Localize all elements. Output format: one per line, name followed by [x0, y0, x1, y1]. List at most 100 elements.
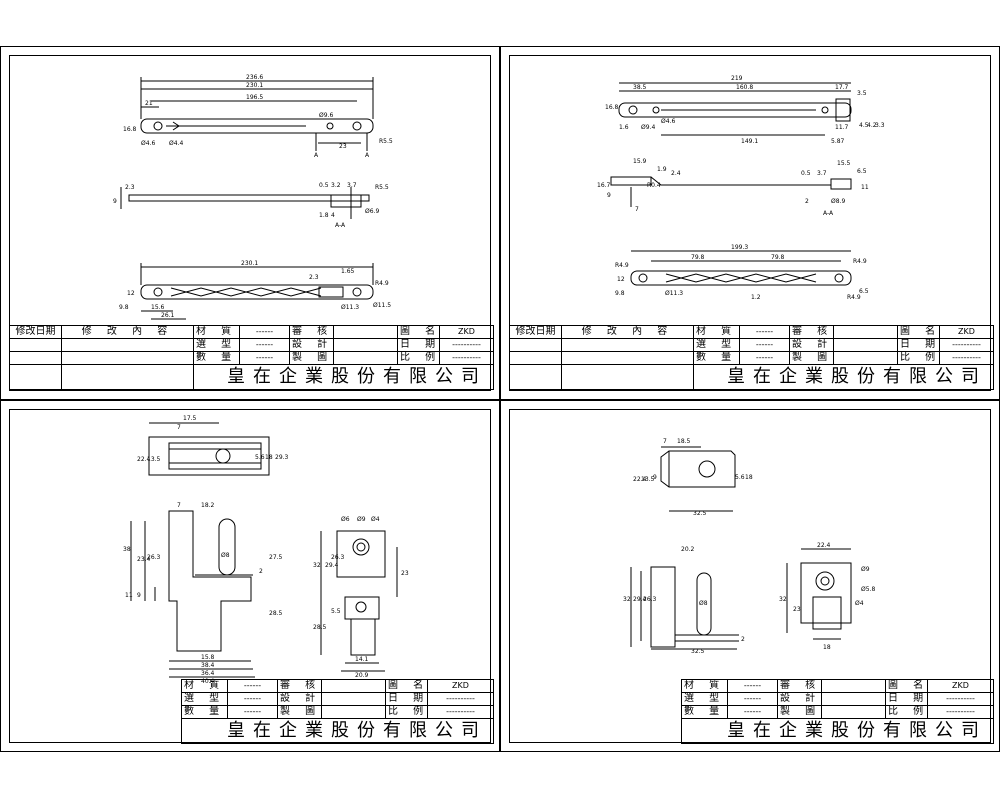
title-block-short: 材 質 ------ 審 核 圖 名 ZKD 選 型 ------ 設 計 日 … [181, 679, 494, 744]
dim-17: 27.5 [269, 554, 283, 561]
dim-9: 7 [177, 502, 181, 509]
dim-side-4: 16.7 [597, 182, 611, 189]
slot-arrow [173, 122, 179, 130]
sheet-border [9, 55, 491, 391]
scale-label: 比 例 [897, 351, 940, 365]
dim-bottom-3: 1.65 [341, 268, 355, 275]
dimension-labels-4: 7 18.5 22.4 13.5 5.6 18 9 32.5 20.2 32 2… [623, 438, 875, 655]
drawing-name-value: ZKD [927, 679, 994, 693]
scale-value: ---------- [439, 351, 494, 365]
dim-bottom-8: 1.2 [751, 294, 761, 301]
dim-23: Ø6 [341, 516, 350, 523]
dim-bottom-5: 9.8 [119, 304, 129, 311]
dim-6: 18 [745, 474, 753, 481]
dim-length-2: 230.1 [246, 82, 263, 89]
hole-mid [327, 123, 333, 129]
dim-24: Ø9 [357, 516, 366, 523]
drawing-sheet-1: 236.6 230.1 196.5 21 Ø9.6 Ø4.4 Ø4.6 16.8… [0, 46, 500, 400]
dim-side-9: Ø6.9 [365, 208, 379, 215]
dim-6: 16.8 [605, 104, 619, 111]
dim-15: Ø8 [221, 552, 230, 559]
drawing-name-value: ZKD [427, 679, 494, 693]
dim-8: 32.5 [693, 510, 707, 517]
dim-bottom-2: 2.3 [309, 274, 319, 281]
dim-20: 32 [779, 596, 787, 603]
dim-side-9: 3.7 [817, 170, 827, 177]
drawing-name-value: ZKD [939, 325, 994, 339]
dim-11: 29.4 [633, 596, 647, 603]
hinge-front-view [169, 511, 251, 651]
quantity-value: ------ [227, 705, 278, 719]
dim-4: 13.5 [641, 476, 655, 483]
dim-bottom-4: 12 [127, 290, 135, 297]
bracket-top-view [141, 119, 373, 133]
dim-2: 7 [177, 424, 181, 431]
bracket-side-view [129, 195, 369, 201]
dim-side-8: 0.5 [801, 170, 811, 177]
part-drawing-long-bracket [1, 47, 501, 401]
model-label: 選 型 [693, 338, 740, 352]
dim-26: 32 [313, 562, 321, 569]
date-label: 日 期 [897, 338, 940, 352]
hole-left [154, 122, 162, 130]
dim-side-3: 0.5 [319, 182, 329, 189]
title-block-short: 材 質 ------ 審 核 圖 名 ZKD 選 型 ------ 設 計 日 … [681, 679, 994, 744]
dim-bottom-9: Ø11.5 [373, 302, 391, 309]
dim-5: 5.6 [735, 474, 745, 481]
dim-side-7: 7 [635, 206, 639, 213]
dim-8: Ø9.4 [641, 124, 655, 131]
dim-7: 1.6 [619, 124, 629, 131]
dim-3: 22.4 [633, 476, 647, 483]
dim-side-6: 9 [607, 192, 611, 199]
dim-18: Ø5.8 [861, 586, 875, 593]
title-block-full: 修改日期 修 改 內 容 材 質 ------ 審 核 圖 名 ZKD 選 型 … [9, 325, 494, 390]
dim-side-8: 4 [331, 212, 335, 219]
dim-hole-dia-2: Ø4.4 [169, 140, 183, 147]
dim-25: Ø4 [371, 516, 380, 523]
dim-13: 11 [125, 592, 133, 599]
dim-side-1: 15.9 [633, 158, 647, 165]
dim-30: 5.5 [331, 608, 341, 615]
dim-12: 26.3 [147, 554, 161, 561]
material-value: ------ [227, 679, 278, 693]
model-label: 選 型 [681, 692, 728, 706]
dim-12: 11.7 [835, 124, 849, 131]
rev-content-header: 修 改 內 容 [61, 325, 194, 339]
date-label: 日 期 [885, 692, 928, 706]
scale-value: ---------- [939, 351, 994, 365]
dim-bottom-8: Ø11.3 [341, 304, 359, 311]
dim-5: 3.5 [857, 90, 867, 97]
material-label: 材 質 [693, 325, 740, 339]
bracket-bottom-view [631, 271, 851, 285]
title-block-full: 修改日期 修 改 內 容 材 質 ------ 審 核 圖 名 ZKD 選 型 … [509, 325, 994, 390]
design-label: 設 計 [789, 338, 834, 352]
dim-bottom-3: 79.8 [771, 254, 785, 261]
dimension-labels-1: 236.6 230.1 196.5 21 Ø9.6 Ø4.4 Ø4.6 16.8… [113, 74, 393, 319]
dim-height: 16.8 [123, 126, 137, 133]
dim-10: 32 [623, 596, 631, 603]
bracket-top-view [619, 103, 851, 117]
model-label: 選 型 [193, 338, 240, 352]
dim-bottom-length: 230.1 [241, 260, 258, 267]
dim-bottom-2: 79.8 [691, 254, 705, 261]
dim-6: 18 [265, 454, 273, 461]
dim-side-5: 3.7 [347, 182, 357, 189]
dim-10: 149.1 [741, 138, 758, 145]
dim-16: 22.4 [817, 542, 831, 549]
dim-side-7: 1.8 [319, 212, 329, 219]
part-drawing-hinge-large [1, 401, 501, 753]
dim-hole-dia-3: Ø4.6 [141, 140, 155, 147]
drawing-name-label: 圖 名 [885, 679, 928, 693]
dim-radius: R5.5 [379, 138, 393, 145]
dim-9: 20.2 [681, 546, 695, 553]
dim-side-4: 3.2 [331, 182, 341, 189]
dim-bottom-11: 6.5 [859, 288, 869, 295]
dim-4: 13.5 [147, 456, 161, 463]
dim-bottom-1: 199.3 [731, 244, 748, 251]
review-label: 審 核 [277, 679, 322, 693]
material-label: 材 質 [193, 325, 240, 339]
quantity-label: 數 量 [181, 705, 228, 719]
dim-2: 18.5 [677, 438, 691, 445]
dim-5: 5.6 [255, 454, 265, 461]
dim-22: 18 [823, 644, 831, 651]
